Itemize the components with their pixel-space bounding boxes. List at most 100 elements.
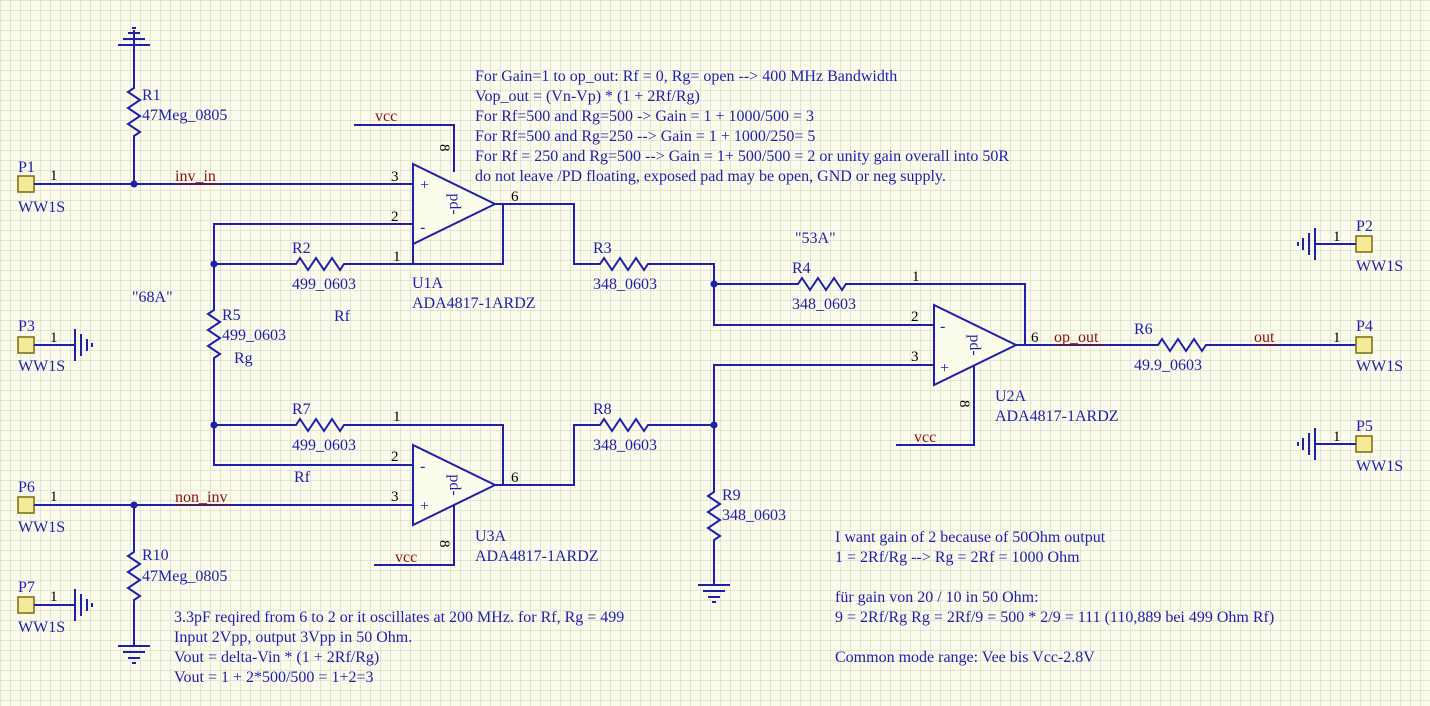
u1a-minus: -: [420, 219, 425, 236]
port-p6-pad[interactable]: [17, 496, 35, 514]
r10-designator: R10: [142, 547, 169, 564]
p4-pin-number: 1: [1333, 330, 1341, 346]
port-p2-pad[interactable]: [1355, 235, 1373, 253]
r3-designator: R3: [593, 240, 612, 257]
resistor-r2: [290, 256, 350, 272]
note-line: For Rf=500 and Rg=250 --> Gain = 1 + 100…: [475, 128, 815, 145]
resistor-r6: [1132, 337, 1230, 353]
p1-part: WW1S: [18, 199, 65, 216]
opamp-u2a[interactable]: - + pd-: [933, 303, 1019, 387]
port-p5-pad[interactable]: [1355, 435, 1373, 453]
u3a-plus: +: [420, 498, 429, 515]
u3a-vcc-label: vcc: [395, 549, 417, 566]
u2a-minus: -: [940, 318, 945, 335]
note-line: Vout = delta-Vin * (1 + 2Rf/Rg): [174, 649, 379, 666]
r2-value: 499_0603: [292, 276, 356, 293]
u1a-part: ADA4817-1ARDZ: [412, 295, 536, 312]
r4-value: 348_0603: [792, 296, 856, 313]
resistor-r8: [594, 417, 654, 433]
p1-designator: P1: [18, 159, 35, 176]
p7-part: WW1S: [18, 619, 65, 636]
r5-comment: Rg: [234, 350, 253, 367]
r2-designator: R2: [292, 240, 311, 257]
note-line: I want gain of 2 because of 50Ohm output: [835, 529, 1106, 546]
r5-designator: R5: [222, 307, 241, 324]
wire-u2a-vcc: [896, 365, 975, 446]
resistor-r10: [126, 545, 142, 608]
p3-designator: P3: [18, 318, 35, 335]
note-line: For Rf=500 and Rg=500 -> Gain = 1 + 1000…: [475, 108, 814, 125]
junction-dot: [130, 180, 138, 188]
net-label-inv-in: inv_in: [175, 168, 216, 185]
ground-icon: [118, 645, 150, 664]
resistor-r7: [290, 417, 350, 433]
u3a-pin2: 2: [391, 449, 399, 465]
u1a-plus: +: [420, 177, 429, 194]
p6-designator: P6: [18, 479, 35, 496]
r6-value: 49.9_0603: [1134, 357, 1202, 374]
r5-value: 499_0603: [222, 327, 286, 344]
u2a-plus: +: [940, 360, 949, 377]
u2a-pin3: 3: [911, 349, 919, 365]
resistor-r4: [792, 276, 852, 292]
wire: [413, 203, 504, 265]
note-line: 1 = 2Rf/Rg --> Rg = 2Rf = 1000 Ohm: [835, 549, 1080, 566]
u2a-pin2: 2: [911, 309, 919, 325]
ground-icon: [74, 329, 93, 361]
wire-u3a-out: [495, 424, 594, 486]
r7-comment: Rf: [294, 469, 311, 486]
note-line: For Gain=1 to op_out: Rf = 0, Rg= open -…: [475, 68, 897, 85]
port-p7-pad[interactable]: [17, 596, 35, 614]
p2-part: WW1S: [1356, 258, 1403, 275]
u3a-pin8: 8: [436, 540, 452, 548]
u2a-pin8: 8: [956, 400, 972, 408]
p6-part: WW1S: [18, 519, 65, 536]
wire: [350, 424, 504, 485]
u2a-vcc-label: vcc: [914, 429, 936, 446]
ground-icon: [1297, 428, 1316, 460]
port-p3-pad[interactable]: [17, 336, 35, 354]
note-line: Common mode range: Vee bis Vcc-2.8V: [835, 649, 1095, 666]
p3-pin-number: 1: [50, 330, 58, 346]
note-line: do not leave /PD floating, exposed pad m…: [475, 168, 946, 185]
p3-part: WW1S: [18, 358, 65, 375]
ground-icon: [698, 584, 730, 603]
ground-icon: [1297, 228, 1316, 260]
r8-value: 348_0603: [593, 437, 657, 454]
wire: [350, 244, 414, 265]
u2a-pin6: 6: [1031, 330, 1039, 346]
u1a-pin8: 8: [436, 144, 452, 152]
port-p1-pad[interactable]: [17, 175, 35, 193]
u3a-designator: U3A: [475, 528, 507, 545]
p4-part: WW1S: [1356, 358, 1403, 375]
resistor-r5: [206, 304, 222, 366]
note-line: For Rf = 250 and Rg=500 --> Gain = 1+ 50…: [475, 148, 1009, 165]
u1a-pin1: 1: [393, 249, 401, 265]
ground-symbol-r1: [118, 27, 150, 46]
u1a-designator: U1A: [412, 275, 444, 292]
bottom-right-notes: I want gain of 2 because of 50Ohm output…: [835, 529, 1274, 666]
r1-value: 47Meg_0805: [142, 107, 227, 124]
u1a-vcc-label: vcc: [375, 108, 397, 125]
wire: [852, 283, 1026, 345]
p5-designator: P5: [1356, 418, 1373, 435]
net-label-op-out: op_out: [1054, 329, 1099, 346]
port-p4-pad[interactable]: [1355, 336, 1373, 354]
opamp-u1a[interactable]: + - pd-: [412, 162, 498, 246]
net-label-non-inv: non_inv: [175, 489, 227, 506]
u3a-pin3: 3: [391, 489, 399, 505]
ground-icon: [74, 589, 93, 621]
wire: [213, 223, 413, 264]
u1a-pin2: 2: [391, 209, 399, 225]
label-53a: "53A": [795, 230, 836, 247]
label-68a: "68A": [132, 289, 173, 306]
r2-comment: Rf: [334, 308, 351, 325]
r7-designator: R7: [292, 401, 311, 418]
note-line: Vop_out = (Vn-Vp) * (1 + 2Rf/Rg): [475, 88, 700, 105]
u2a-designator: U2A: [995, 388, 1027, 405]
p5-part: WW1S: [1356, 458, 1403, 475]
wire: [213, 366, 413, 466]
p7-pin-number: 1: [50, 589, 58, 605]
net-label-out: out: [1254, 329, 1275, 346]
